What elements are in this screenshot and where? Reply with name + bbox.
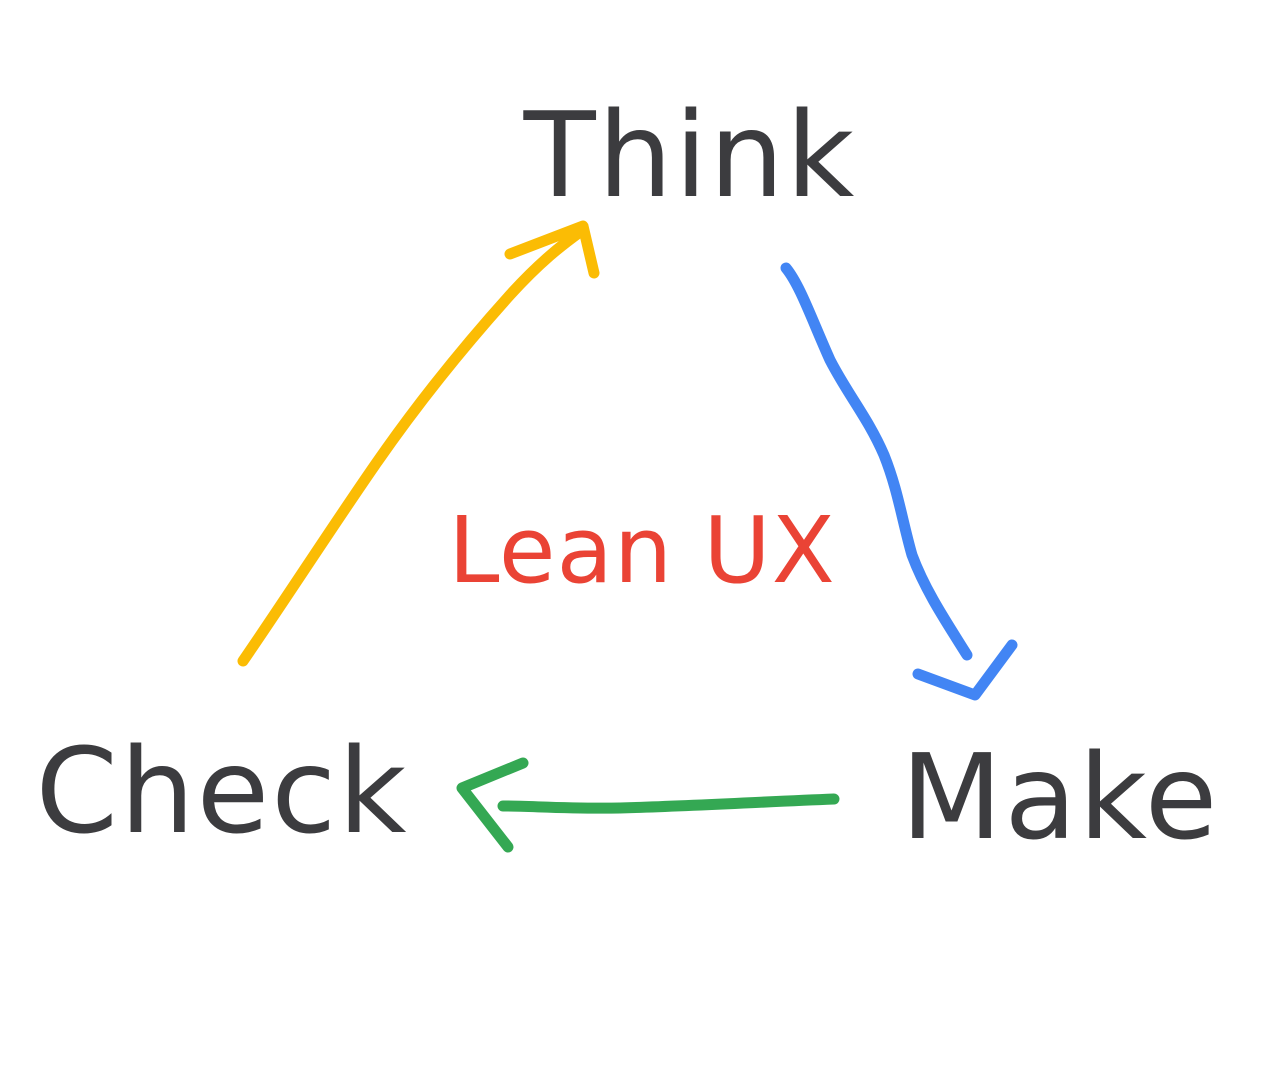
node-check-label: Check	[36, 722, 409, 860]
arrow-check-to-think-head	[504, 220, 600, 279]
arrow-check-to-think-line	[237, 226, 586, 667]
arrow-think-to-make-line	[780, 262, 973, 661]
edge-think-to-make	[780, 262, 1018, 701]
node-make-label: Make	[901, 728, 1220, 866]
arrow-make-to-check-line	[497, 793, 840, 814]
arrow-make-to-check-head	[456, 757, 529, 853]
arrow-think-to-make-head	[912, 639, 1018, 701]
node-think-label: Think	[523, 86, 857, 224]
edge-check-to-think	[237, 220, 600, 667]
edge-make-to-check	[456, 757, 840, 853]
center-label-lean-ux: Lean UX	[448, 497, 836, 604]
